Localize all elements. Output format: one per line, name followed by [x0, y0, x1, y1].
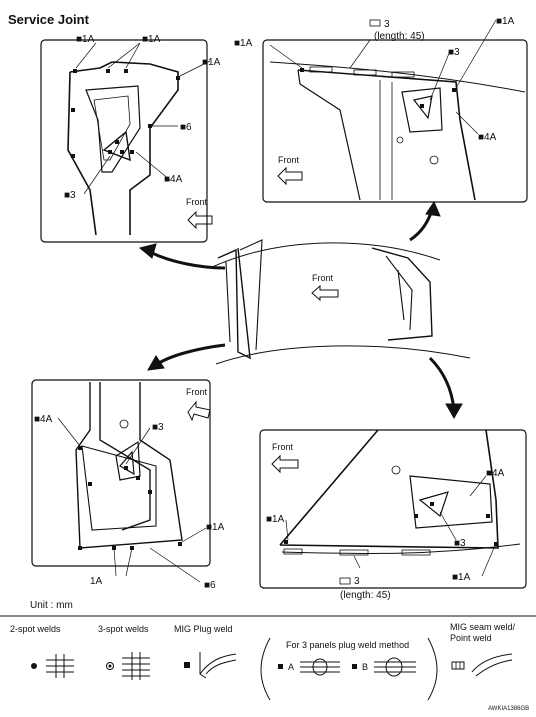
label-3: ■3	[454, 538, 466, 549]
legend-mig-plug: MIG Plug weld	[174, 624, 233, 634]
label-1a: ■1A	[202, 57, 221, 68]
weld-legend: 2-spot welds 3-spot welds MIG Plug weld …	[0, 615, 536, 701]
legend-seam-line2: Point weld	[450, 633, 492, 643]
seam-weld-icon	[339, 577, 351, 585]
figure-code: AWKIA1386GB	[488, 706, 529, 712]
legend-method-b: B	[362, 662, 368, 672]
panel-top-left: ■1A ■1A ■1A ■6 ■4A ■3 Front	[40, 34, 221, 243]
front-arrow-icon	[187, 400, 211, 422]
legend-two-spot: 2-spot welds	[10, 624, 61, 634]
label-1a: ■1A	[452, 572, 471, 583]
unit-label: Unit : mm	[30, 600, 73, 611]
label-seam-3: 3	[384, 19, 390, 30]
label-3: ■3	[152, 422, 164, 433]
label-1a: ■1A	[76, 34, 95, 45]
label-length: (length: 45)	[340, 590, 391, 601]
label-4a: ■4A	[486, 468, 505, 479]
seam-weld-icon	[369, 19, 381, 27]
legend-three-panels: For 3 panels plug weld method	[286, 640, 409, 650]
panel-top-right: ■1A 3 (length: 45) ■1A ■3 ■4A Front	[234, 16, 528, 203]
plug-weld-a-icon	[312, 658, 328, 676]
label-4a: ■4A	[34, 414, 53, 425]
front-label: Front	[186, 387, 208, 397]
front-arrow-icon	[271, 454, 299, 474]
label-seam-3: 3	[354, 576, 360, 587]
label-6: ■6	[180, 122, 192, 133]
front-label: Front	[186, 197, 208, 207]
label-3: ■3	[448, 47, 460, 58]
three-spot-weld-icon	[122, 652, 150, 680]
front-arrow-icon	[311, 284, 339, 302]
label-1a: ■1A	[206, 522, 225, 533]
label-6: ■6	[204, 580, 216, 591]
vehicle-body-center: Front	[209, 239, 471, 365]
panel-bottom-right: Front ■1A ■4A ■3 ■1A 3 (length: 45)	[259, 429, 527, 601]
legend-seam-line1: MIG seam weld/	[450, 622, 516, 632]
plug-weld-square-icon	[184, 662, 190, 668]
label-1a: ■1A	[142, 34, 161, 45]
legend-three-spot: 3-spot welds	[98, 624, 149, 634]
spot-weld-dot-icon	[31, 663, 37, 669]
front-label: Front	[272, 442, 294, 452]
label-1a: ■1A	[496, 16, 515, 27]
three-spot-dot-icon	[108, 664, 112, 668]
label-4a: ■4A	[478, 132, 497, 143]
panel-bottom-left: ■4A ■3 ■1A 1A ■6 Front	[31, 379, 225, 591]
seam-weld-icon	[451, 661, 465, 670]
seam-torch-icon	[471, 653, 513, 677]
page-title: Service Joint	[8, 12, 90, 27]
label-length: (length: 45)	[374, 31, 425, 42]
label-3: ■3	[64, 190, 76, 201]
label-1a: ■1A	[234, 38, 253, 49]
legend-method-a: A	[288, 662, 294, 672]
plug-weld-b-icon	[385, 657, 403, 677]
front-label: Front	[312, 273, 334, 283]
front-label: Front	[278, 155, 300, 165]
front-arrow-icon	[187, 210, 213, 230]
mig-plug-torch-icon	[199, 652, 237, 679]
two-spot-weld-icon	[46, 654, 74, 678]
label-1a: ■1A	[266, 514, 285, 525]
label-4a: ■4A	[164, 174, 183, 185]
front-arrow-icon	[277, 166, 303, 186]
label-1a-plain: 1A	[90, 576, 103, 587]
pointer-arrows	[138, 200, 463, 420]
